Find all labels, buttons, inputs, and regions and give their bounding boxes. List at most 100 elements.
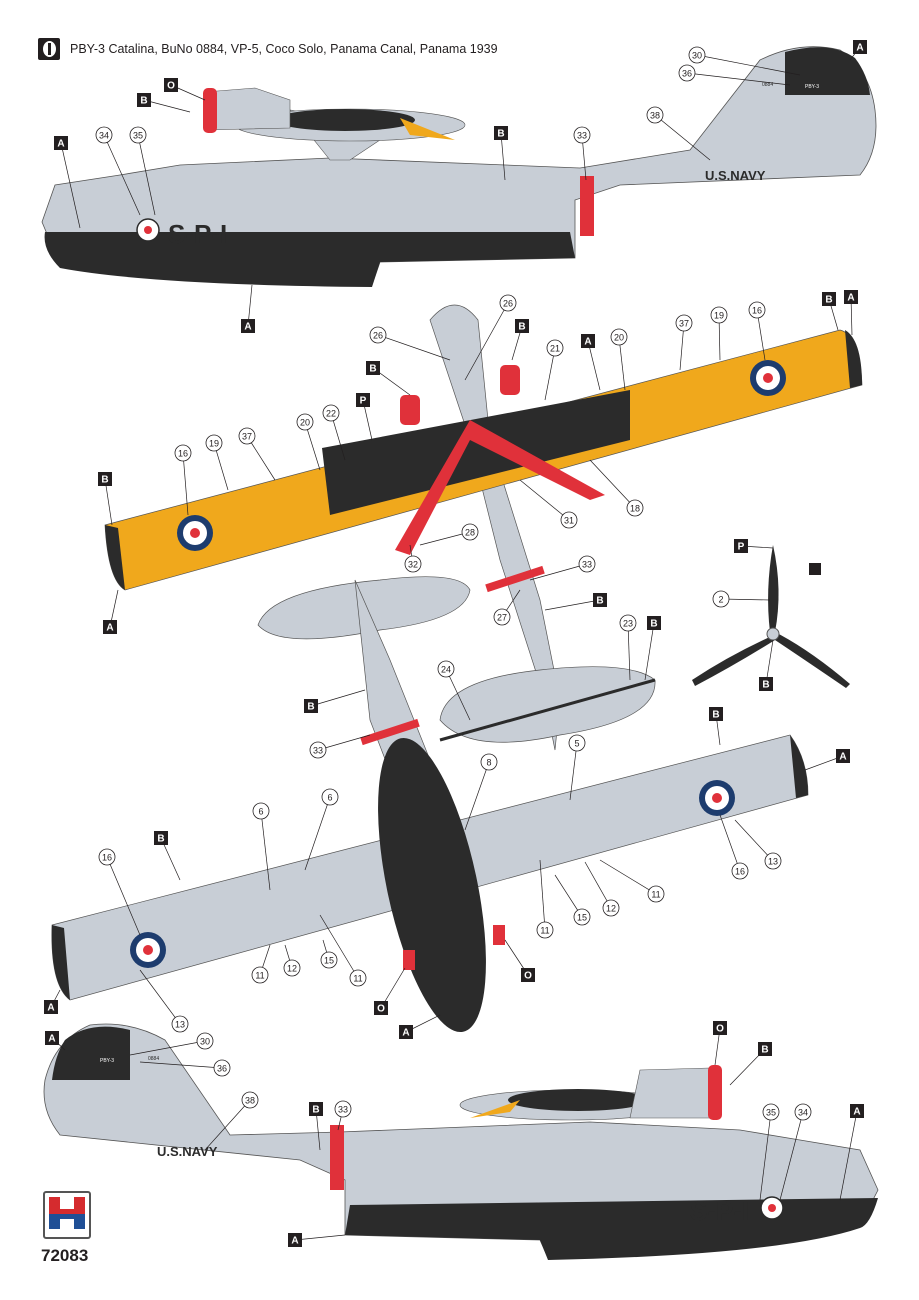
label-box bbox=[366, 361, 380, 375]
callout-label: 26 bbox=[503, 299, 513, 309]
callout-label: 37 bbox=[679, 319, 689, 329]
label-circle bbox=[480, 753, 498, 771]
label-circle bbox=[349, 969, 367, 987]
part-callout-38: 38 bbox=[204, 1091, 259, 1151]
label-circle bbox=[320, 951, 338, 969]
label-box bbox=[844, 290, 858, 304]
callout-label: 16 bbox=[102, 853, 112, 863]
color-code-P: P bbox=[356, 393, 373, 441]
callout-label: 33 bbox=[577, 131, 587, 141]
hobby-2000-logo bbox=[43, 1191, 91, 1239]
color-code-B: B bbox=[709, 707, 723, 746]
callout-label: B bbox=[650, 619, 657, 630]
callout-label: 19 bbox=[714, 311, 724, 321]
callout-label: 28 bbox=[465, 528, 475, 538]
part-callout-16: 16 bbox=[98, 848, 141, 936]
part-callout-8: 8 bbox=[464, 753, 498, 831]
leader-line bbox=[377, 334, 451, 361]
leader-line bbox=[644, 622, 655, 681]
engine-cowl-red bbox=[400, 395, 420, 425]
label-box bbox=[309, 1102, 323, 1116]
label-box bbox=[164, 78, 178, 92]
part-callout-12: 12 bbox=[283, 944, 301, 977]
roundel-insignia bbox=[750, 360, 786, 396]
callout-label: A bbox=[584, 337, 591, 348]
callout-label: 13 bbox=[768, 857, 778, 867]
label-circle bbox=[573, 908, 591, 926]
engine-cowl-red bbox=[403, 950, 415, 970]
callout-label: O bbox=[716, 1024, 724, 1035]
color-code-B: B bbox=[644, 616, 661, 681]
label-circle bbox=[748, 301, 766, 319]
callout-label: 35 bbox=[133, 131, 143, 141]
color-code-A: A bbox=[54, 136, 81, 229]
callout-label: 11 bbox=[540, 926, 549, 936]
callout-label: 34 bbox=[99, 131, 109, 141]
part-callout-35: 35 bbox=[129, 126, 156, 216]
callout-label: 22 bbox=[326, 409, 336, 419]
callout-label: A bbox=[291, 1236, 298, 1247]
label-box bbox=[647, 616, 661, 630]
callout-label: 16 bbox=[735, 867, 745, 877]
label-circle bbox=[678, 64, 696, 82]
roundel-insignia bbox=[136, 218, 160, 242]
label-box bbox=[713, 1021, 727, 1035]
leader-line bbox=[734, 819, 774, 862]
label-circle bbox=[493, 608, 511, 626]
leader-line bbox=[584, 861, 612, 909]
callout-label: 2 bbox=[718, 595, 723, 605]
leader-line bbox=[519, 479, 570, 521]
label-circle bbox=[461, 523, 479, 541]
engine-nacelle bbox=[629, 1067, 716, 1119]
leader-line bbox=[137, 134, 156, 216]
callout-label: 30 bbox=[692, 51, 702, 61]
color-code-B: B bbox=[137, 93, 191, 113]
label-circle bbox=[296, 413, 314, 431]
color-code-B: B bbox=[304, 689, 366, 713]
leader-line bbox=[204, 1099, 251, 1151]
callout-label: A bbox=[853, 1107, 860, 1118]
leader-line bbox=[627, 622, 631, 681]
color-code-A: A bbox=[399, 1014, 441, 1039]
callout-label: 15 bbox=[577, 913, 587, 923]
callout-label: O bbox=[377, 1004, 385, 1015]
label-circle bbox=[536, 921, 554, 939]
callout-label: O bbox=[167, 81, 175, 92]
part-callout-5: 5 bbox=[568, 734, 586, 801]
callout-label: 32 bbox=[408, 560, 418, 570]
wing-dark-top bbox=[508, 1089, 648, 1111]
color-code-B: B bbox=[729, 1042, 772, 1086]
engine-cowl-red bbox=[500, 365, 520, 395]
label-circle bbox=[688, 46, 706, 64]
wing-yellow-tip bbox=[470, 1100, 520, 1118]
side-view-left: S-P-I U.S.NAVY PBY-3 0884 bbox=[41, 46, 877, 287]
part-callout-18: 18 bbox=[589, 459, 644, 517]
callout-label: B bbox=[157, 834, 164, 845]
propeller-blade bbox=[772, 632, 850, 688]
part-callout-16: 16 bbox=[719, 814, 749, 880]
tailplane-black-stripe bbox=[439, 678, 656, 742]
color-code-B: B bbox=[759, 639, 774, 691]
wing-tip-black-left bbox=[105, 525, 125, 590]
callout-label: 21 bbox=[550, 344, 560, 354]
callout-label: B bbox=[140, 96, 147, 107]
color-code-A: A bbox=[44, 989, 61, 1014]
part-callout-31: 31 bbox=[519, 479, 578, 529]
label-box bbox=[521, 968, 535, 982]
callout-label: 19 bbox=[209, 439, 219, 449]
callout-label: B bbox=[761, 1045, 768, 1056]
leader-line bbox=[589, 459, 636, 509]
part-callout-15: 15 bbox=[320, 939, 338, 969]
part-callout-11: 11 bbox=[319, 914, 367, 987]
leader-line bbox=[587, 340, 601, 391]
callout-label: 12 bbox=[606, 904, 616, 914]
label-box bbox=[758, 1042, 772, 1056]
callout-label: 5 bbox=[574, 739, 579, 749]
part-callout-11: 11 bbox=[251, 944, 271, 984]
wing-yellow-tip bbox=[400, 118, 455, 140]
callout-label: B bbox=[101, 475, 108, 486]
propeller-blade bbox=[692, 636, 775, 686]
chevron-red bbox=[395, 420, 605, 555]
label-box bbox=[103, 620, 117, 634]
color-code-O: O bbox=[504, 939, 535, 982]
